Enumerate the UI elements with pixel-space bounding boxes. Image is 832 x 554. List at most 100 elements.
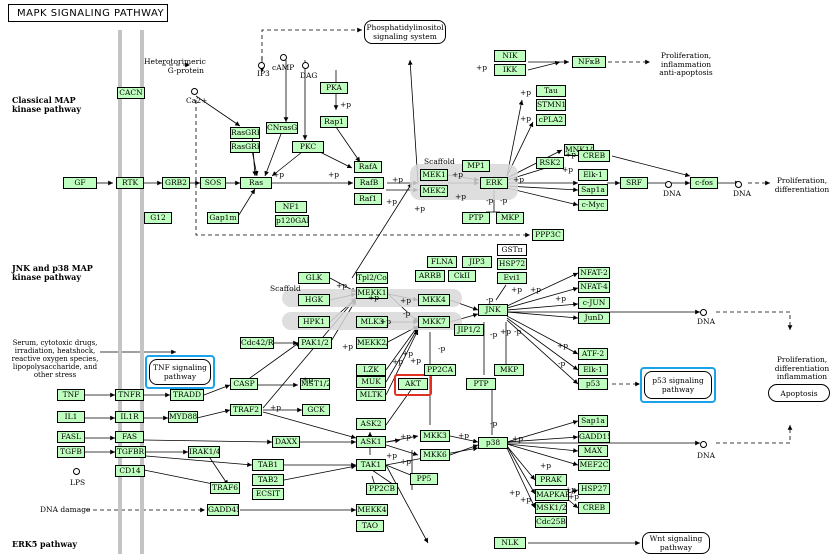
- gene-rsk2[interactable]: RSK2: [536, 157, 564, 169]
- gene-traf2[interactable]: TRAF2: [230, 404, 262, 416]
- gene-tao[interactable]: TAO: [356, 520, 384, 532]
- gene-mkp1[interactable]: MKP: [496, 212, 524, 224]
- gene-mapkapk[interactable]: MAPKAPK: [535, 489, 569, 501]
- gene-creb1[interactable]: CREB: [578, 150, 610, 162]
- gene-tpl2[interactable]: Tpl2/Cot: [356, 272, 388, 284]
- map-phosphatidylinositol[interactable]: Phosphatidylinositol signaling system: [364, 20, 446, 44]
- gene-irak14[interactable]: IRAK1/4: [188, 446, 220, 458]
- gene-gf[interactable]: GF: [63, 177, 97, 189]
- gene-nik[interactable]: NIK: [494, 50, 526, 62]
- gene-ask1[interactable]: ASK1: [356, 436, 386, 448]
- gene-tab2[interactable]: TAB2: [252, 474, 284, 486]
- gene-gadd153[interactable]: GADD153: [578, 431, 610, 443]
- gene-max[interactable]: MAX: [578, 445, 608, 457]
- map-wnt[interactable]: Wnt signaling pathway: [642, 532, 710, 554]
- gene-ckii[interactable]: CkII: [448, 270, 476, 282]
- gene-cnrasgef[interactable]: CNrasGEF: [266, 122, 298, 134]
- gene-mekk4[interactable]: MEKK4: [356, 504, 388, 516]
- gene-tgfb[interactable]: TGFB: [57, 446, 85, 458]
- gene-cmyc[interactable]: c-Myc: [578, 199, 608, 211]
- gene-pp2cb[interactable]: PP2CB: [366, 483, 398, 495]
- gene-rap1[interactable]: Rap1: [320, 116, 348, 128]
- gene-rasgrf[interactable]: RasGRF: [230, 127, 260, 139]
- gene-tab1[interactable]: TAB1: [252, 459, 284, 471]
- gene-ras[interactable]: Ras: [240, 177, 272, 189]
- gene-il1[interactable]: IL1: [57, 411, 85, 423]
- gene-cdc42[interactable]: Cdc42/Rac: [240, 337, 274, 349]
- gene-hsp27[interactable]: HSP27: [578, 483, 610, 495]
- gene-gck[interactable]: GCK: [302, 404, 330, 416]
- gene-cacn[interactable]: CACN: [117, 87, 145, 99]
- gene-p120gap[interactable]: p120GAP: [275, 215, 309, 227]
- gene-cdc25b[interactable]: Cdc25B: [535, 516, 567, 528]
- gene-prak[interactable]: PRAK: [535, 474, 567, 486]
- gene-mkk7[interactable]: MKK7: [418, 316, 450, 328]
- gene-sos[interactable]: SOS: [200, 177, 226, 189]
- gene-mltk[interactable]: MLTK: [356, 389, 386, 401]
- gene-mkp2[interactable]: MKP: [494, 364, 524, 376]
- gene-grb2[interactable]: GRB2: [162, 177, 190, 189]
- gene-hpk1[interactable]: HPK1: [298, 316, 330, 328]
- gene-sap1a1[interactable]: Sap1a: [578, 184, 608, 196]
- gene-msk12[interactable]: MSK1/2: [535, 502, 567, 514]
- gene-rtk[interactable]: RTK: [116, 177, 144, 189]
- gene-p53[interactable]: p53: [578, 378, 608, 390]
- gene-daxx[interactable]: DAXX: [272, 436, 300, 448]
- map-apoptosis[interactable]: Apoptosis: [768, 384, 830, 402]
- gene-sap1a2[interactable]: Sap1a: [578, 415, 608, 427]
- gene-gap1m[interactable]: Gap1m: [207, 212, 239, 224]
- gene-ikk[interactable]: IKK: [494, 64, 526, 76]
- gene-mkk6[interactable]: MKK6: [420, 449, 450, 461]
- gene-mef2c[interactable]: MEF2C: [578, 459, 610, 471]
- gene-tak1[interactable]: TAK1: [356, 459, 386, 471]
- map-tnf[interactable]: TNF signaling pathway: [149, 359, 211, 385]
- gene-muk[interactable]: MUK: [356, 376, 386, 388]
- map-p53[interactable]: p53 signaling pathway: [644, 371, 712, 399]
- gene-arrb[interactable]: ARRB: [415, 270, 445, 282]
- gene-flna[interactable]: FLNA: [427, 256, 457, 268]
- gene-g12[interactable]: G12: [144, 212, 172, 224]
- gene-atf2[interactable]: ATF-2: [578, 348, 608, 360]
- gene-mlk3[interactable]: MLK3: [356, 316, 388, 328]
- gene-ptp2[interactable]: PTP: [466, 378, 496, 390]
- gene-nfat4[interactable]: NFAT-4: [578, 281, 610, 293]
- gene-creb2[interactable]: CREB: [578, 502, 610, 514]
- gene-tnf[interactable]: TNF: [57, 389, 85, 401]
- gene-pka[interactable]: PKA: [320, 82, 348, 94]
- gene-elk1b[interactable]: Elk-1: [578, 364, 608, 376]
- gene-pp2ca[interactable]: PP2CA: [424, 364, 456, 376]
- gene-erk[interactable]: ERK: [480, 177, 508, 189]
- gene-lzk[interactable]: LZK: [356, 364, 386, 376]
- gene-akt[interactable]: AKT: [398, 378, 428, 390]
- gene-casp[interactable]: CASP: [230, 378, 258, 390]
- gene-fasl[interactable]: FASL: [57, 431, 85, 443]
- gene-raf1[interactable]: Raf1: [354, 193, 382, 205]
- gene-nlk[interactable]: NLK: [494, 537, 526, 549]
- gene-jnk[interactable]: JNK: [478, 304, 508, 316]
- gene-jip12[interactable]: JIP1/2: [454, 324, 484, 336]
- gene-srf[interactable]: SRF: [620, 177, 648, 189]
- gene-jip3[interactable]: JIP3: [462, 256, 492, 268]
- gene-gadd45[interactable]: GADD45: [207, 504, 239, 516]
- gene-pp5[interactable]: PP5: [410, 473, 438, 485]
- gene-myd88[interactable]: MYD88: [168, 411, 198, 423]
- gene-hgk[interactable]: HGK: [298, 294, 330, 306]
- gene-traf6[interactable]: TRAF6: [210, 482, 240, 494]
- gene-mst12[interactable]: MST1/2: [300, 378, 330, 390]
- gene-mkk3[interactable]: MKK3: [420, 430, 450, 442]
- gene-rafa[interactable]: RafA: [354, 161, 382, 173]
- gene-rafb[interactable]: RafB: [354, 177, 384, 189]
- gene-ecsit[interactable]: ECSIT: [252, 488, 284, 500]
- gene-pkc[interactable]: PKC: [292, 141, 324, 153]
- gene-evi1[interactable]: Evi1: [497, 272, 527, 284]
- gene-cfos[interactable]: c-fos: [690, 177, 718, 189]
- gene-gstpi[interactable]: GSTπ: [497, 244, 527, 256]
- gene-nfkb[interactable]: NFκB: [572, 56, 606, 68]
- gene-il1r[interactable]: IL1R: [115, 411, 144, 423]
- gene-ppp3c[interactable]: PPP3C: [532, 229, 564, 241]
- gene-tnfr[interactable]: TNFR: [115, 389, 144, 401]
- gene-ptp1[interactable]: PTP: [462, 212, 490, 224]
- gene-glk[interactable]: GLK: [298, 272, 330, 284]
- gene-mkk4[interactable]: MKK4: [418, 294, 450, 306]
- gene-pak12[interactable]: PAK1/2: [298, 337, 332, 349]
